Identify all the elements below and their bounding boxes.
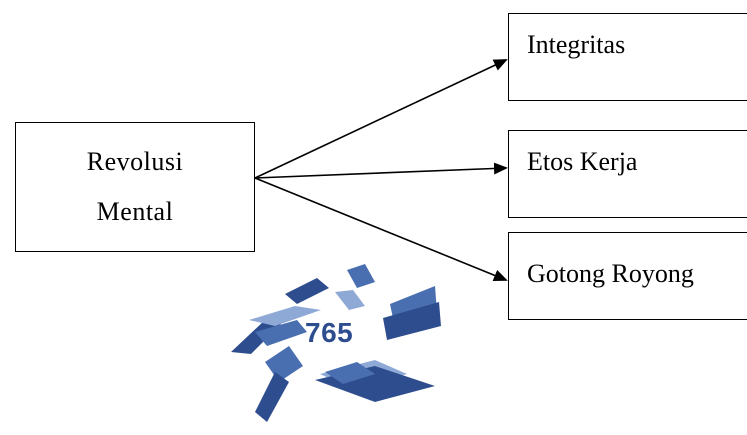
target-node-integritas: Integritas	[508, 13, 747, 101]
arrow-to-etos-kerja	[254, 162, 508, 179]
watermark-logo: 765	[225, 262, 445, 430]
target-node-gotong-royong: Gotong Royong	[508, 232, 747, 320]
scattered-tiles-logo-icon	[231, 264, 441, 422]
target-node-etos-kerja: Etos Kerja	[508, 130, 747, 218]
source-label-line1: Revolusi	[86, 147, 184, 176]
arrow-to-integritas	[254, 59, 508, 179]
target-label-integritas: Integritas	[527, 30, 626, 59]
source-label-line2: Mental	[96, 197, 174, 226]
target-label-gotong-royong: Gotong Royong	[527, 259, 694, 288]
source-node-revolusi-mental: Revolusi Mental	[15, 122, 255, 252]
target-label-etos-kerja: Etos Kerja	[527, 147, 638, 176]
watermark-text: 765	[305, 317, 354, 348]
